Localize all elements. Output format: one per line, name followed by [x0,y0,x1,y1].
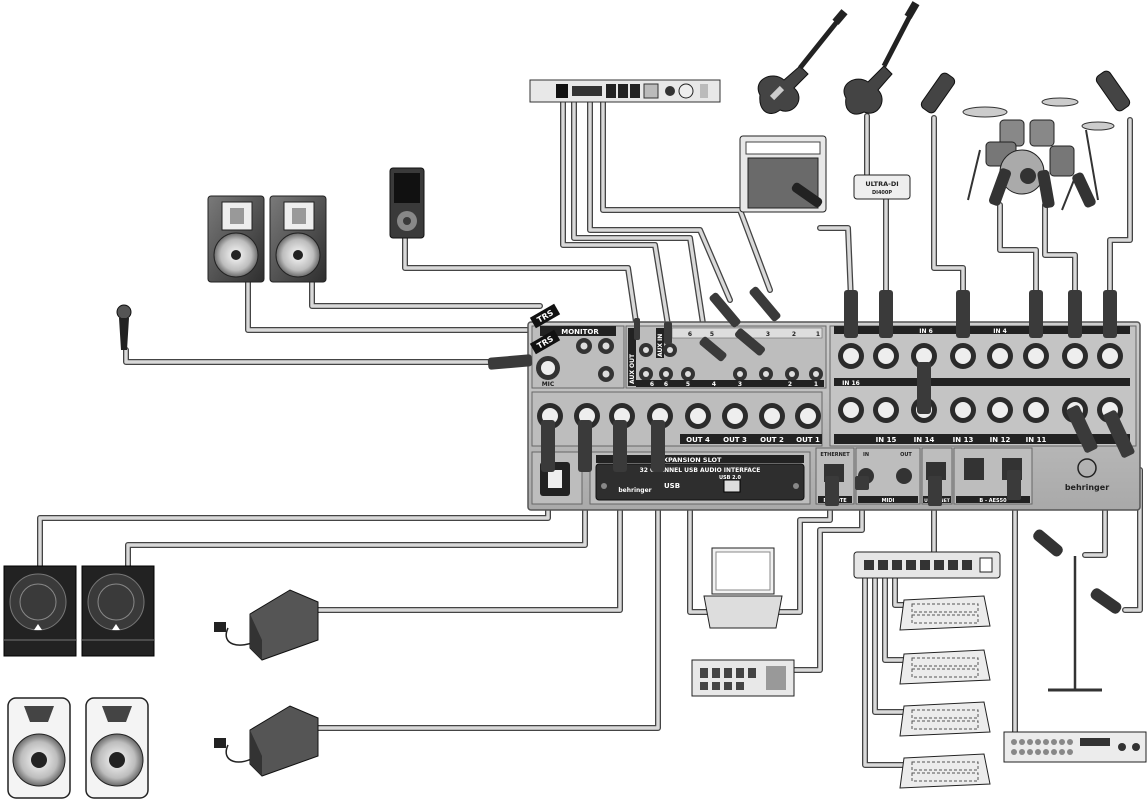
laptop [703,547,783,629]
electric-guitar [757,9,848,114]
ethernet-label: ETHERNET [820,452,850,458]
pa-top-right [85,697,149,799]
aux-num: 5 [686,381,690,388]
xlr-inputs-top [838,343,1123,369]
brand-label: behringer [1065,483,1109,492]
aux-jacks [639,343,823,381]
studio-monitor-left [207,195,265,283]
out-label: OUT 1 [796,436,820,444]
expansion-card-title: 32 CHANNEL USB AUDIO INTERFACE [640,467,761,474]
di-brand: ULTRA-DI [865,180,898,188]
drum-mics [988,168,1096,209]
aux-channel-numbers: 6 6 5 4 3 2 1 [636,380,824,388]
in-top-label: IN 4 [993,328,1007,335]
mic-label: MIC [542,381,555,388]
aux-top-num: 3 [766,331,770,338]
aux-top-num: 1 [816,331,820,338]
di-box: ULTRA-DI DI400P [853,174,911,200]
mp3-player [389,167,425,239]
aux-num: 6 [664,381,668,388]
personal-mixer-3 [899,701,991,737]
pa-top-left [7,697,71,799]
aux-num: 6 [650,381,654,388]
xlr-inputs-bottom [838,397,1123,423]
out-label: OUT 4 [686,436,710,444]
vocal-mic-stand-1 [1033,529,1102,692]
bass-guitar [843,1,920,115]
behringer-logo-icon [1077,458,1097,478]
usb-logo: USB [664,482,680,490]
drum-kit [962,97,1115,211]
aux-top-num: 2 [792,331,796,338]
expansion-title: EXPANSION SLOT [659,456,723,464]
digital-stagebox [1003,731,1147,763]
personal-mixer-4 [899,753,991,789]
studio-monitor-right [269,195,327,283]
usb-version: USB 2.0 [719,475,742,481]
aes50-label: B - AES50 [979,498,1007,504]
in-top-label: IN 6 [919,328,933,335]
aux-top-num: 5 [710,331,714,338]
pa-speaker-right [81,565,155,657]
in-bottom-label: IN 15 [876,436,897,444]
midi-label: MIDI [882,498,895,504]
vocal-mic-2 [1090,588,1122,614]
aux-num: 4 [712,381,716,388]
aux-top-num: 6 [688,331,692,338]
in-bottom-label: IN 14 [914,436,935,444]
floor-monitor-2 [214,705,319,777]
handheld-mic [116,304,132,350]
monitor-header: MONITOR [561,328,599,336]
aux-num: 1 [814,381,818,388]
overhead-mic-right [1095,70,1131,112]
personal-mixer-2 [899,649,991,685]
out-label: OUT 2 [760,436,784,444]
aux-num: 3 [738,381,742,388]
midi-controller [691,659,795,697]
in-bottom-label: IN 11 [1026,436,1047,444]
card-brand: behringer [618,487,651,494]
effects-processor [529,79,721,103]
in-top-label: IN 16 [842,380,860,387]
in-bottom-label: IN 13 [953,436,974,444]
amp-mic [791,182,823,208]
personal-mixer-1 [899,595,991,631]
out-label: OUT 3 [723,436,747,444]
network-switch [853,551,1001,579]
aux-in-tag: AUX IN [657,334,664,357]
di-model: DI400P [872,190,892,196]
midi-in-label: IN [863,452,869,458]
midi-out-label: OUT [900,452,912,458]
overhead-mic-left [920,72,956,114]
aux-num: 2 [788,381,792,388]
aux-out-tag: AUX OUT [629,353,636,384]
in-bottom-label: IN 12 [990,436,1011,444]
pa-speaker-left [3,565,77,657]
floor-monitor-1 [214,589,319,661]
